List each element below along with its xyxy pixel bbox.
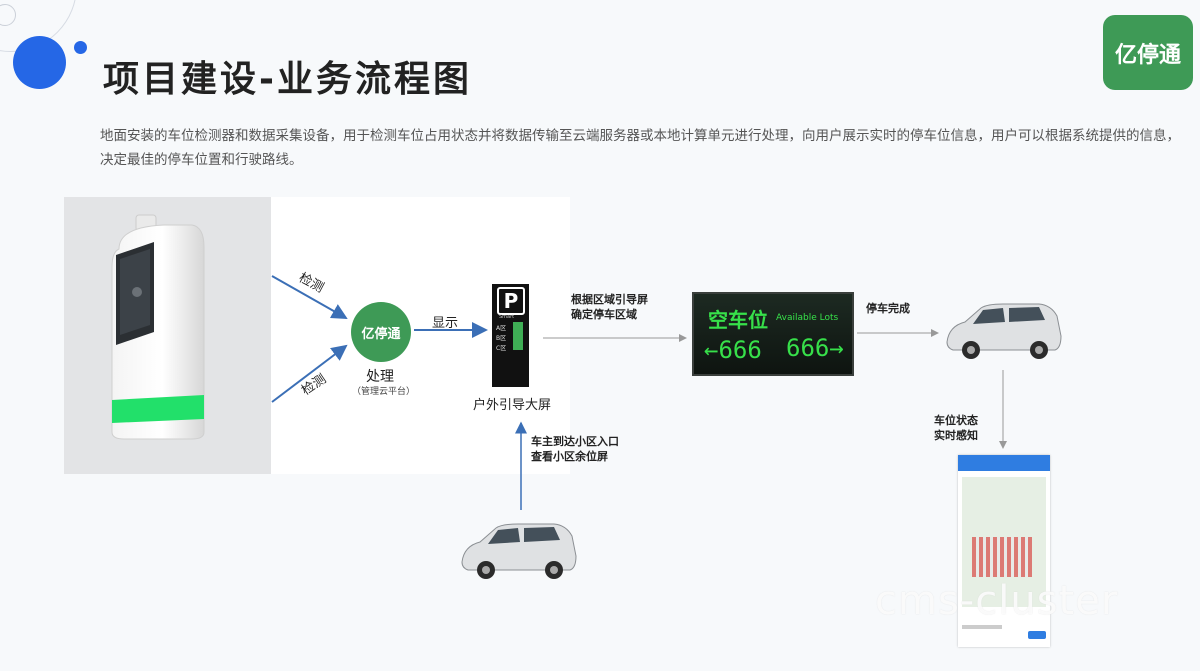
page-title: 项目建设-业务流程图 [103, 59, 472, 100]
led-value-right: 666→ [786, 334, 844, 362]
status-line-2: 实时感知 [934, 429, 978, 442]
led-available-lots-board: 空车位 Available Lots ←666 666→ [692, 292, 854, 376]
outdoor-guide-screen: P Smart A区 B区 C区 [492, 284, 529, 387]
guide-screen-brand: Smart [499, 314, 515, 320]
phone-action-button [1028, 631, 1046, 639]
guide-row-a: A区 [496, 325, 507, 332]
watermark: cms-cluster [875, 578, 1119, 624]
guide-screen-indicator [513, 322, 523, 350]
status-label: 车位状态 实时感知 [934, 413, 978, 443]
parking-p-icon: P [497, 287, 525, 315]
detector-device-image [64, 197, 271, 474]
arrival-line-1: 车主到达小区入口 [531, 435, 619, 448]
hub-logo-circle: 亿停通 [351, 302, 411, 362]
arrow-detect-top [271, 275, 348, 319]
led-title-en: Available Lots [776, 313, 839, 323]
phone-app-header [958, 455, 1050, 471]
page-description: 地面安装的车位检测器和数据采集设备，用于检测车位占用状态并将数据传输至云端服务器… [100, 128, 1180, 168]
guide-screen-rows: A区 B区 C区 [496, 324, 506, 354]
led-title-cn: 空车位 [708, 308, 768, 332]
phone-parking-lots [972, 537, 1032, 577]
brand-logo: 亿停通 [1103, 15, 1193, 90]
guide-row-c: C区 [496, 345, 507, 352]
arrival-label: 车主到达小区入口 查看小区余位屏 [531, 434, 619, 464]
hub-sub-label: （管理云平台） [352, 387, 416, 397]
zone-guide-line-2: 确定停车区域 [571, 308, 637, 321]
display-label: 显示 [432, 316, 459, 331]
guide-screen-caption: 户外引导大屏 [473, 398, 552, 413]
arriving-car-image [461, 523, 577, 579]
arrow-detect-bottom [271, 344, 348, 403]
mobile-app-screenshot [958, 455, 1050, 647]
decorative-small-ring [0, 4, 16, 26]
arrival-line-2: 查看小区余位屏 [531, 450, 608, 463]
phone-info-line [962, 625, 1002, 629]
parked-label: 停车完成 [866, 302, 910, 315]
decorative-blue-dot-small [74, 41, 87, 54]
status-line-1: 车位状态 [934, 414, 978, 427]
parked-car-image [946, 303, 1062, 359]
decorative-blue-dot-large [13, 36, 66, 89]
hub-action-label: 处理 [366, 369, 394, 385]
zone-guide-label: 根据区域引导屏 确定停车区域 [571, 292, 648, 322]
phone-map-area [962, 477, 1046, 607]
guide-row-b: B区 [496, 335, 507, 342]
zone-guide-line-1: 根据区域引导屏 [571, 293, 648, 306]
led-value-left: ←666 [704, 336, 762, 364]
